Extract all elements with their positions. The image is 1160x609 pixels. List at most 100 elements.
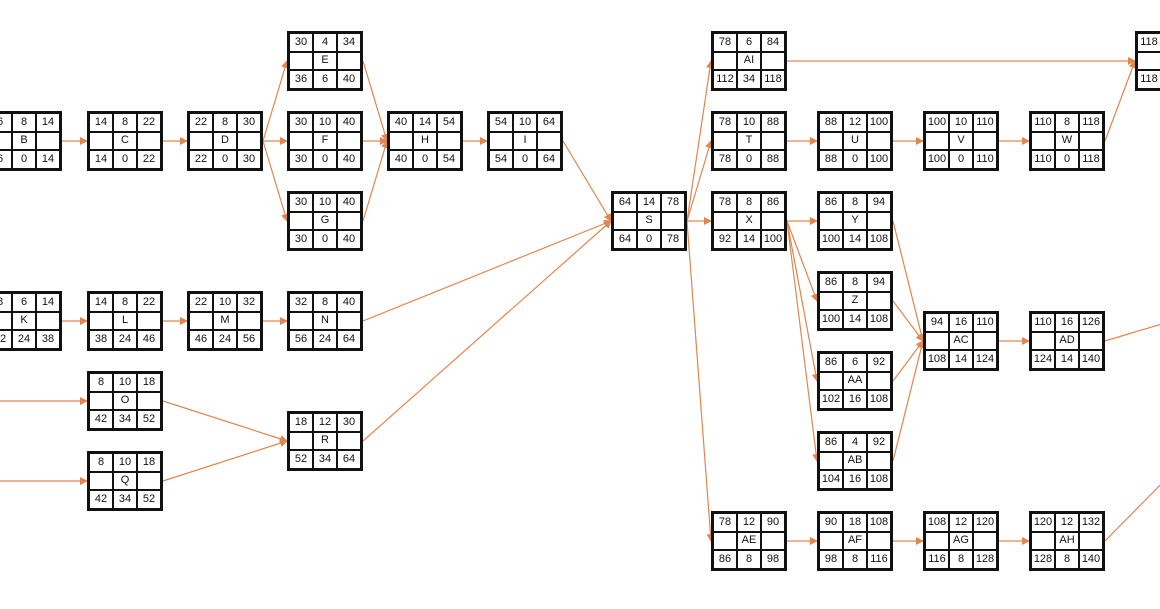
slack: 8	[1055, 550, 1079, 569]
early-start: 118	[1137, 33, 1160, 52]
early-start: 90	[819, 513, 843, 532]
slack: 24	[12, 330, 36, 349]
duration: 8	[843, 193, 867, 212]
activity-node-b: 6814B6014	[0, 111, 62, 171]
early-finish: 22	[137, 113, 161, 132]
blank-right	[867, 371, 891, 391]
late-start: 128	[1031, 550, 1055, 569]
early-start: 64	[613, 193, 637, 212]
early-finish: 40	[337, 113, 361, 132]
blank-right	[437, 131, 461, 151]
activity-label: V	[949, 131, 973, 151]
early-finish: 88	[761, 113, 785, 132]
blank-right	[137, 131, 161, 151]
slack: 14	[843, 230, 867, 249]
late-finish: 118	[1079, 150, 1103, 169]
early-start: 78	[713, 33, 737, 52]
early-start: 94	[925, 313, 949, 332]
duration: 10	[949, 113, 973, 132]
activity-label: N	[313, 311, 337, 331]
blank-right	[973, 131, 997, 151]
blank-right	[761, 131, 785, 151]
late-start: 52	[289, 450, 313, 469]
duration: 8	[1055, 113, 1079, 132]
early-start: 8	[89, 453, 113, 472]
blank-right	[237, 311, 261, 331]
early-start: 54	[489, 113, 513, 132]
late-start: 88	[819, 150, 843, 169]
late-finish: 100	[761, 230, 785, 249]
early-start: 78	[713, 113, 737, 132]
duration: 16	[949, 313, 973, 332]
slack: 24	[113, 330, 137, 349]
late-finish: 46	[137, 330, 161, 349]
early-finish: 108	[867, 513, 891, 532]
blank-right	[137, 391, 161, 411]
activity-label: AI	[737, 51, 761, 71]
blank-left	[713, 211, 737, 231]
early-finish: 14	[36, 293, 60, 312]
blank-left	[289, 211, 313, 231]
activity-label: S	[637, 211, 661, 231]
late-finish: 52	[137, 410, 161, 429]
blank-right	[1079, 531, 1103, 551]
activity-label: K	[12, 311, 36, 331]
late-finish: 78	[661, 230, 685, 249]
early-start: 40	[389, 113, 413, 132]
late-finish: 118	[761, 70, 785, 89]
duration: 14	[637, 193, 661, 212]
blank-left	[289, 431, 313, 451]
early-finish: 120	[973, 513, 997, 532]
activity-label: AE	[737, 531, 761, 551]
blank-right	[137, 471, 161, 491]
activity-label: C	[113, 131, 137, 151]
duration: 8	[737, 193, 761, 212]
activity-label: AB	[843, 451, 867, 471]
duration: 16	[1055, 313, 1079, 332]
duration: 10	[313, 193, 337, 212]
slack: 0	[313, 150, 337, 169]
early-start: 110	[1031, 313, 1055, 332]
blank-right	[661, 211, 685, 231]
slack: 34	[113, 490, 137, 509]
activity-label: B	[12, 131, 36, 151]
slack: 6	[313, 70, 337, 89]
early-finish: 84	[761, 33, 785, 52]
activity-label: AF	[843, 531, 867, 551]
late-start: 104	[819, 470, 843, 489]
early-finish: 30	[237, 113, 261, 132]
late-finish: 40	[337, 150, 361, 169]
blank-left	[389, 131, 413, 151]
late-finish: 22	[137, 150, 161, 169]
activity-label: AA	[843, 371, 867, 391]
duration: 8	[213, 113, 237, 132]
duration: 4	[313, 33, 337, 52]
late-finish: 40	[337, 70, 361, 89]
blank-right	[337, 431, 361, 451]
arrow-x-to-aa	[786, 220, 820, 382]
blank-left	[713, 131, 737, 151]
early-start: 86	[819, 433, 843, 452]
early-finish: 126	[1079, 313, 1103, 332]
late-start: 40	[389, 150, 413, 169]
late-finish: 108	[867, 390, 891, 409]
late-start: 38	[89, 330, 113, 349]
slack: 34	[113, 410, 137, 429]
arrow-y-to-ac	[892, 220, 926, 342]
early-start: 14	[89, 113, 113, 132]
slack: 16	[843, 390, 867, 409]
early-start: 120	[1031, 513, 1055, 532]
duration: 10	[737, 113, 761, 132]
slack: 0	[1055, 150, 1079, 169]
late-start: 102	[819, 390, 843, 409]
arrow-s-to-t	[686, 140, 713, 222]
